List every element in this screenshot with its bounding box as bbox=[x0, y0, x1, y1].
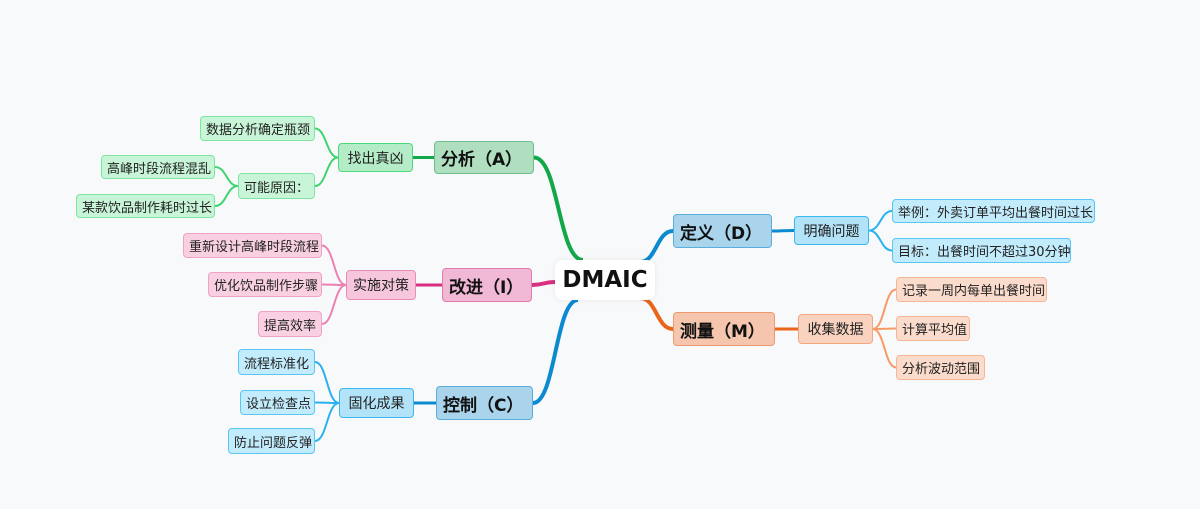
branch-node-M[interactable]: 测量（M） bbox=[673, 312, 775, 346]
leaf-node[interactable]: 高峰时段流程混乱 bbox=[101, 155, 215, 179]
leaf-node[interactable]: 计算平均值 bbox=[896, 316, 970, 341]
leaf-line bbox=[321, 244, 347, 286]
leaf-node[interactable]: 重新设计高峰时段流程 bbox=[183, 233, 322, 258]
leaf-line bbox=[872, 327, 897, 330]
leaf-node[interactable]: 数据分析确定瓶颈 bbox=[200, 116, 315, 141]
leaf-line bbox=[314, 401, 340, 404]
branch-line-D bbox=[639, 229, 674, 264]
branch-node-D[interactable]: 定义（D） bbox=[673, 214, 772, 248]
branch-node-A[interactable]: 分析（A） bbox=[434, 141, 534, 174]
leaf-line bbox=[214, 185, 239, 207]
branch-line-I bbox=[531, 280, 556, 287]
leaf-node[interactable]: 目标：出餐时间不超过30分钟 bbox=[892, 238, 1071, 263]
leaf-node[interactable]: 优化饮品制作步骤 bbox=[208, 272, 322, 297]
topic-node-A[interactable]: 找出真凶 bbox=[338, 143, 413, 172]
leaf-node[interactable]: 防止问题反弹 bbox=[228, 428, 315, 454]
leaf-node[interactable]: 某款饮品制作耗时过长 bbox=[76, 194, 215, 218]
topic-node-I[interactable]: 实施对策 bbox=[346, 270, 416, 300]
leaf-line bbox=[314, 127, 339, 159]
leaf-line bbox=[314, 361, 340, 404]
leaf-node[interactable]: 举例：外卖订单平均出餐时间过长 bbox=[892, 199, 1095, 223]
topic-node-M[interactable]: 收集数据 bbox=[798, 314, 873, 344]
leaf-line bbox=[314, 156, 339, 187]
leaf-node[interactable]: 可能原因： bbox=[238, 173, 315, 199]
topic-node-D[interactable]: 明确问题 bbox=[794, 216, 869, 245]
leaf-line bbox=[314, 402, 340, 442]
topic-node-C[interactable]: 固化成果 bbox=[339, 388, 414, 418]
leaf-line bbox=[872, 328, 897, 369]
leaf-line bbox=[868, 229, 893, 252]
leaf-line bbox=[868, 210, 893, 232]
leaf-line bbox=[321, 283, 347, 286]
leaf-node[interactable]: 设立检查点 bbox=[240, 390, 315, 415]
sub-line-D bbox=[771, 229, 795, 233]
branch-line-C bbox=[532, 298, 579, 405]
leaf-line bbox=[872, 288, 897, 330]
leaf-node[interactable]: 分析波动范围 bbox=[896, 355, 985, 380]
branch-line-M bbox=[639, 296, 674, 331]
leaf-node[interactable]: 流程标准化 bbox=[238, 349, 315, 375]
root-node[interactable]: DMAIC bbox=[555, 260, 655, 300]
leaf-line bbox=[214, 166, 239, 187]
branch-node-I[interactable]: 改进（I） bbox=[442, 268, 532, 302]
branch-line-A bbox=[533, 155, 584, 262]
branch-node-C[interactable]: 控制（C） bbox=[436, 386, 533, 420]
leaf-node[interactable]: 记录一周内每单出餐时间 bbox=[896, 277, 1047, 302]
leaf-line bbox=[321, 284, 347, 325]
leaf-node[interactable]: 提高效率 bbox=[258, 311, 322, 337]
